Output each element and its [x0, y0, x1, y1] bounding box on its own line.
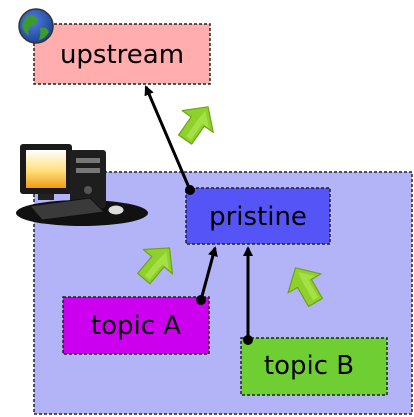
edge-topic-a-to-pristine — [196, 246, 218, 305]
computer-icon — [16, 144, 148, 226]
edge-pristine-to-upstream — [144, 85, 195, 195]
globe-icon — [18, 8, 54, 44]
pristine-node: pristine — [185, 187, 331, 245]
upstream-label: upstream — [60, 40, 184, 70]
edge-topic-b-to-pristine — [243, 246, 253, 345]
upstream-node: upstream — [33, 23, 211, 85]
topic-a-label: topic A — [91, 311, 181, 341]
green-up-arrow-icon — [168, 95, 225, 152]
pristine-label: pristine — [209, 202, 307, 232]
topic-b-label: topic B — [264, 351, 354, 381]
topic-b-node: topic B — [240, 337, 388, 396]
topic-a-node: topic A — [62, 296, 210, 355]
